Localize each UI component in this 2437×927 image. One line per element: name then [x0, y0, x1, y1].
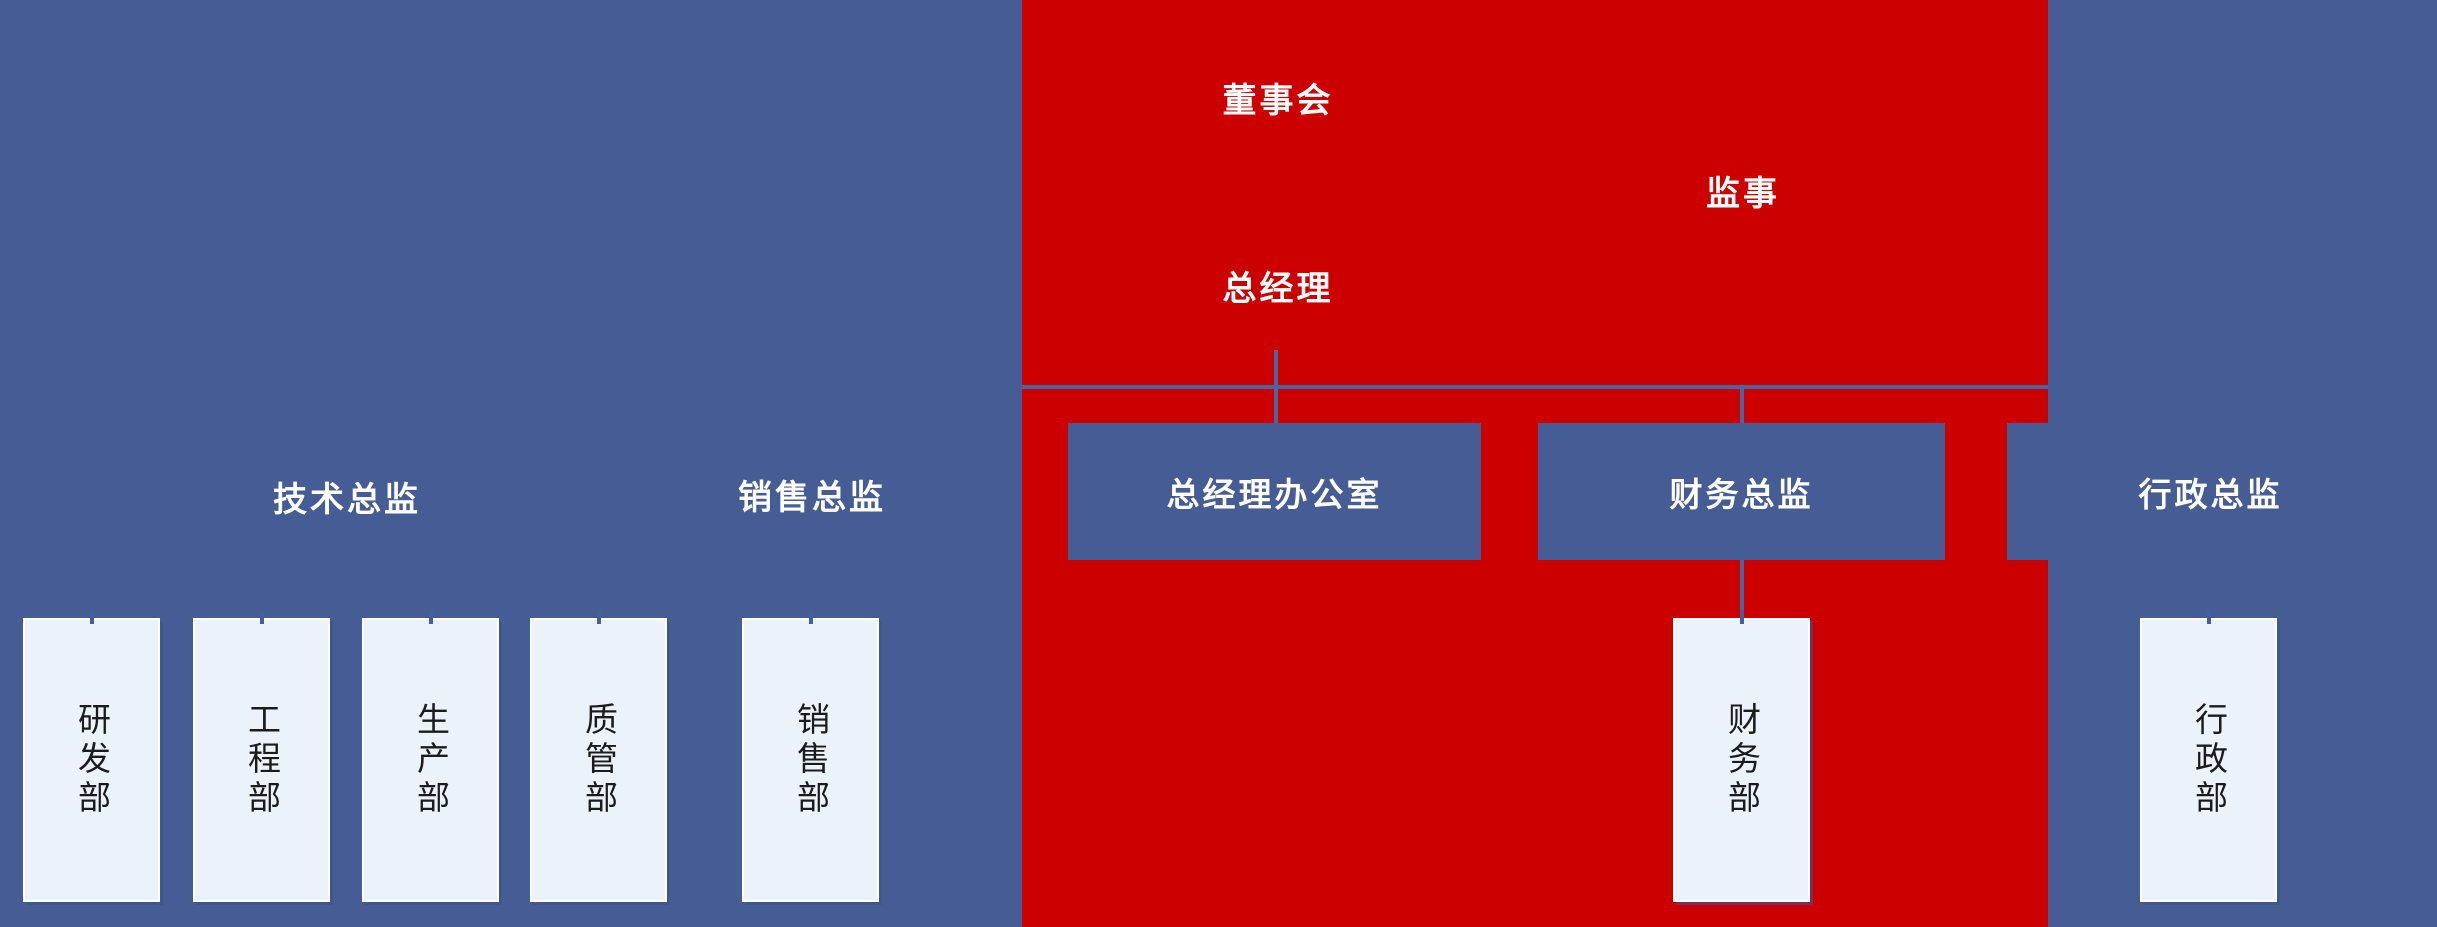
dept-box-quality[interactable]: 质管部 — [530, 610, 667, 902]
dept-box-production[interactable]: 生产部 — [362, 610, 499, 902]
connector-stub — [89, 610, 94, 624]
node-board[interactable]: 董事会 — [1222, 81, 1334, 121]
dept-box-sales[interactable]: 销售部 — [742, 610, 879, 902]
dept-label: 销售部 — [791, 701, 831, 819]
dept-label: 研发部 — [72, 701, 112, 819]
node-general-manager[interactable]: 总经理 — [1222, 269, 1334, 309]
connector-stub — [596, 610, 601, 624]
connector-horizontal-bus — [1022, 385, 2048, 389]
dept-label: 生产部 — [411, 701, 451, 819]
connector-stub — [259, 610, 264, 624]
dept-label: 工程部 — [242, 701, 282, 819]
dept-box-finance[interactable]: 财务部 — [1673, 610, 1810, 902]
connector-stub — [808, 610, 813, 624]
node-technical-director[interactable]: 技术总监 — [273, 480, 421, 520]
node-gm-office[interactable]: 总经理办公室 — [1068, 423, 1481, 560]
dept-box-research[interactable]: 研发部 — [23, 610, 160, 902]
connector-stub — [428, 610, 433, 624]
dept-label: 行政部 — [2189, 701, 2229, 819]
node-sales-director[interactable]: 销售总监 — [738, 478, 886, 518]
connector-finance-director-to-finance-dept — [1740, 560, 1744, 621]
dept-box-admin[interactable]: 行政部 — [2140, 610, 2277, 902]
dept-box-engineering[interactable]: 工程部 — [193, 610, 330, 902]
connector-stub — [1739, 610, 1744, 624]
dept-label: 财务部 — [1722, 701, 1762, 819]
connector-bus-to-finance-director — [1740, 387, 1744, 425]
connector-gm-to-bus — [1274, 350, 1278, 425]
node-finance-director[interactable]: 财务总监 — [1538, 423, 1945, 560]
connector-stub — [2206, 610, 2211, 624]
dept-label: 质管部 — [579, 701, 619, 819]
node-admin-director[interactable]: 行政总监 — [2007, 423, 2414, 560]
node-supervisor[interactable]: 监事 — [1706, 174, 1780, 214]
